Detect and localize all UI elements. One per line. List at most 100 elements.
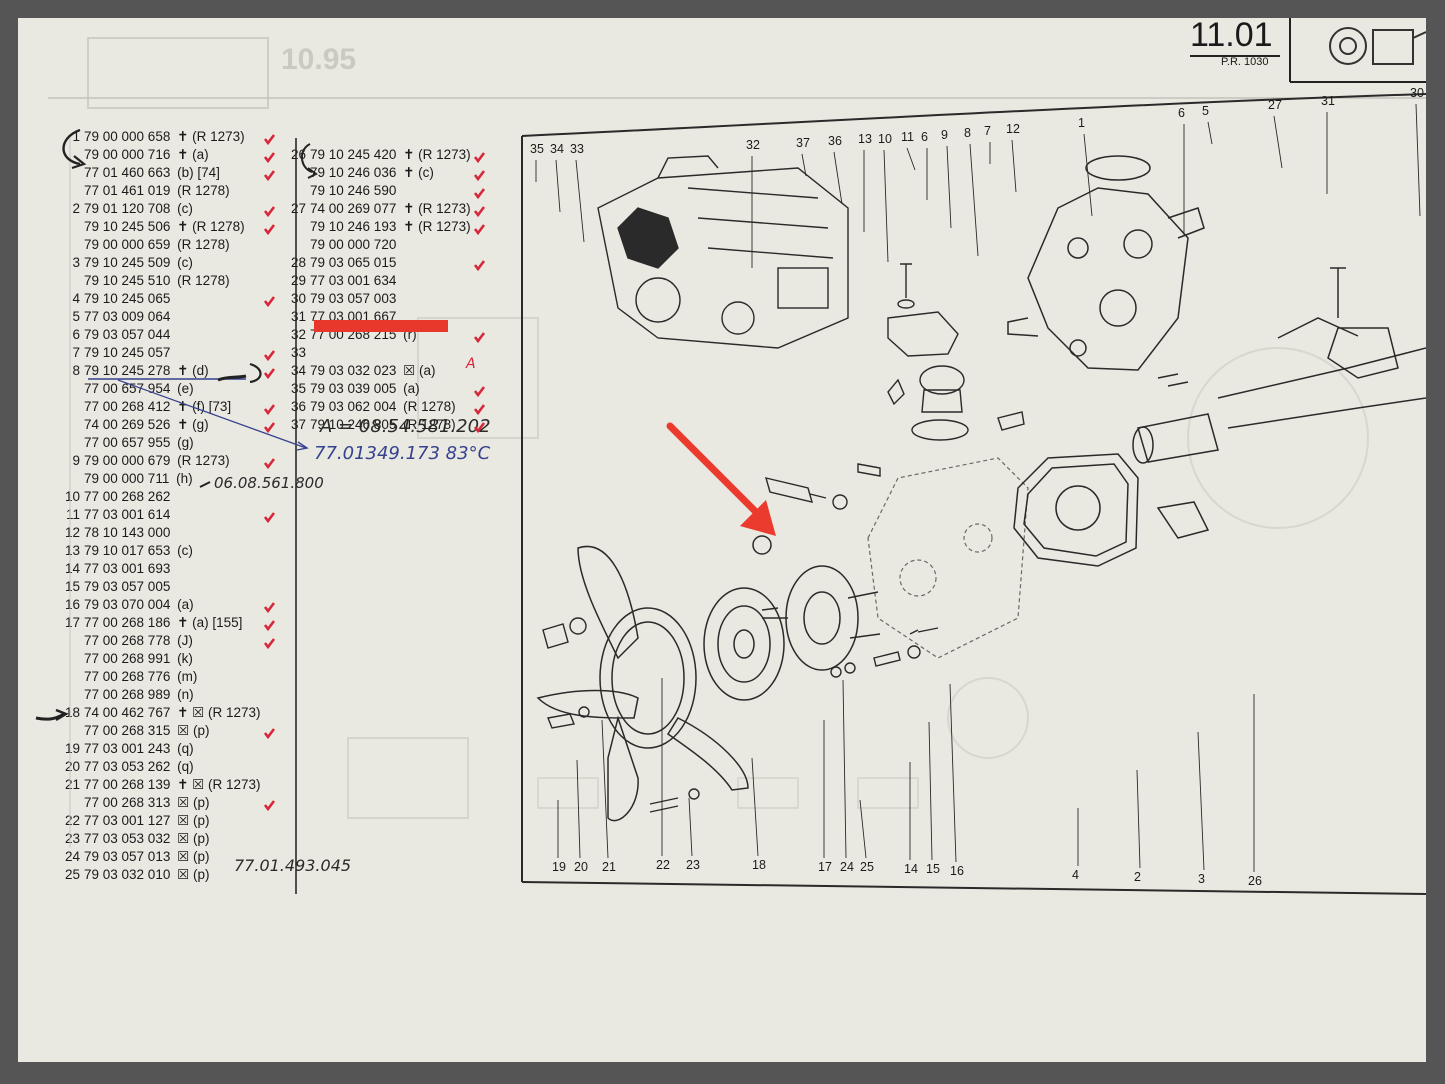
part-note: (c) bbox=[173, 201, 193, 216]
part-row: 79 00 000 711 (h) bbox=[58, 470, 261, 488]
part-reference: 77 00 657 955 bbox=[84, 435, 171, 450]
callout-number: 33 bbox=[570, 142, 584, 156]
part-note: (q) bbox=[173, 741, 194, 756]
callout-number: 35 bbox=[530, 142, 544, 156]
check-mark bbox=[473, 404, 486, 416]
part-item-number: 5 bbox=[72, 309, 80, 324]
part-note: ✝ (R 1278) bbox=[173, 219, 245, 234]
part-reference: 78 10 143 000 bbox=[84, 525, 171, 540]
exploded-parts-diagram bbox=[521, 93, 1426, 895]
part-item-number: 13 bbox=[64, 543, 80, 558]
part-reference: 74 00 269 077 bbox=[310, 201, 397, 216]
engine-overview-drawing bbox=[597, 155, 849, 349]
faded-page-number: 10.95 bbox=[281, 43, 357, 76]
part-reference: 79 10 246 805 bbox=[310, 417, 397, 432]
part-note: ☒ (a) bbox=[399, 363, 436, 378]
part-row: 77 00 657 955 (g) bbox=[58, 434, 261, 452]
check-mark bbox=[473, 206, 486, 218]
part-item-number: 31 bbox=[290, 309, 306, 324]
callout-number: 22 bbox=[656, 858, 670, 872]
callout-number: 36 bbox=[828, 134, 842, 148]
check-mark bbox=[473, 386, 486, 398]
part-reference: 77 00 268 262 bbox=[84, 489, 171, 504]
part-row: 33 bbox=[284, 344, 471, 362]
part-item-number: 24 bbox=[64, 849, 80, 864]
check-mark bbox=[473, 224, 486, 236]
part-note: (J) bbox=[173, 633, 193, 648]
part-row: 24 79 03 057 013 ☒ (p) bbox=[58, 848, 261, 866]
callout-number: 34 bbox=[550, 142, 564, 156]
part-reference: 79 03 065 015 bbox=[310, 255, 397, 270]
part-note: (R 1273) bbox=[173, 453, 230, 468]
part-reference: 79 00 000 720 bbox=[310, 237, 397, 252]
red-pointer-arrow bbox=[666, 422, 776, 536]
part-reference: 77 03 001 634 bbox=[310, 273, 397, 288]
part-item-number: 34 bbox=[290, 363, 306, 378]
part-reference: 79 10 246 590 bbox=[310, 183, 397, 198]
part-row: 77 00 268 989 (n) bbox=[58, 686, 261, 704]
check-mark bbox=[473, 422, 486, 434]
part-note: (R 1278) bbox=[399, 417, 456, 432]
part-item-number: 18 bbox=[64, 705, 80, 720]
part-note: ✝ ☒ (R 1273) bbox=[173, 777, 261, 792]
callout-number: 6 bbox=[921, 130, 928, 144]
callout-number: 2 bbox=[1134, 870, 1141, 884]
part-note: ☒ (p) bbox=[173, 849, 210, 864]
callout-number: 32 bbox=[746, 138, 760, 152]
part-reference: 77 00 657 954 bbox=[84, 381, 171, 396]
callout-number: 31 bbox=[1321, 94, 1335, 108]
handwritten-note-item10: 06.08.561.800 bbox=[214, 474, 324, 492]
part-reference: 77 00 268 412 bbox=[84, 399, 171, 414]
check-mark bbox=[473, 152, 486, 164]
callout-number: 14 bbox=[904, 862, 918, 876]
part-note: (q) bbox=[173, 759, 194, 774]
part-row: 77 00 268 776 (m) bbox=[58, 668, 261, 686]
part-reference: 77 00 268 776 bbox=[84, 669, 171, 684]
check-mark bbox=[263, 134, 276, 146]
page-number: 11.01 bbox=[1190, 18, 1273, 54]
part-reference: 79 03 062 004 bbox=[310, 399, 397, 414]
part-item-number: 3 bbox=[72, 255, 80, 270]
check-mark bbox=[263, 620, 276, 632]
redaction-bar bbox=[314, 320, 448, 332]
part-reference: 77 03 053 032 bbox=[84, 831, 171, 846]
check-mark bbox=[263, 206, 276, 218]
part-row: 77 00 268 412 ✝ (f) [73] bbox=[58, 398, 261, 416]
part-reference: 77 00 268 778 bbox=[84, 633, 171, 648]
part-reference: 74 00 269 526 bbox=[84, 417, 171, 432]
part-note: ✝ ☒ (R 1273) bbox=[173, 705, 261, 720]
part-note: ✝ (R 1273) bbox=[399, 147, 471, 162]
part-reference: 79 10 245 510 bbox=[84, 273, 171, 288]
part-row: 77 01 460 663 (b) [74] bbox=[58, 164, 261, 182]
part-row: 77 00 268 313 ☒ (p) bbox=[58, 794, 261, 812]
part-note: (h) bbox=[172, 471, 193, 486]
part-note: (a) bbox=[399, 381, 420, 396]
fan-clutch bbox=[703, 535, 881, 701]
part-reference: 79 03 057 003 bbox=[310, 291, 397, 306]
check-mark bbox=[263, 512, 276, 524]
list-separator bbox=[69, 138, 297, 894]
part-reference: 79 03 039 005 bbox=[310, 381, 397, 396]
callout-number: 37 bbox=[796, 136, 810, 150]
callout-number: 25 bbox=[860, 860, 874, 874]
check-mark bbox=[473, 170, 486, 182]
callout-number: 24 bbox=[840, 860, 854, 874]
part-reference: 79 00 000 716 bbox=[84, 147, 171, 162]
part-reference: 79 03 057 013 bbox=[84, 849, 171, 864]
check-mark bbox=[263, 296, 276, 308]
part-note: (b) [74] bbox=[173, 165, 220, 180]
part-note: (c) bbox=[173, 255, 193, 270]
callout-number: 7 bbox=[984, 124, 991, 138]
part-row: 77 00 268 991 (k) bbox=[58, 650, 261, 668]
part-item-number: 20 bbox=[64, 759, 80, 774]
part-item-number: 29 bbox=[290, 273, 306, 288]
